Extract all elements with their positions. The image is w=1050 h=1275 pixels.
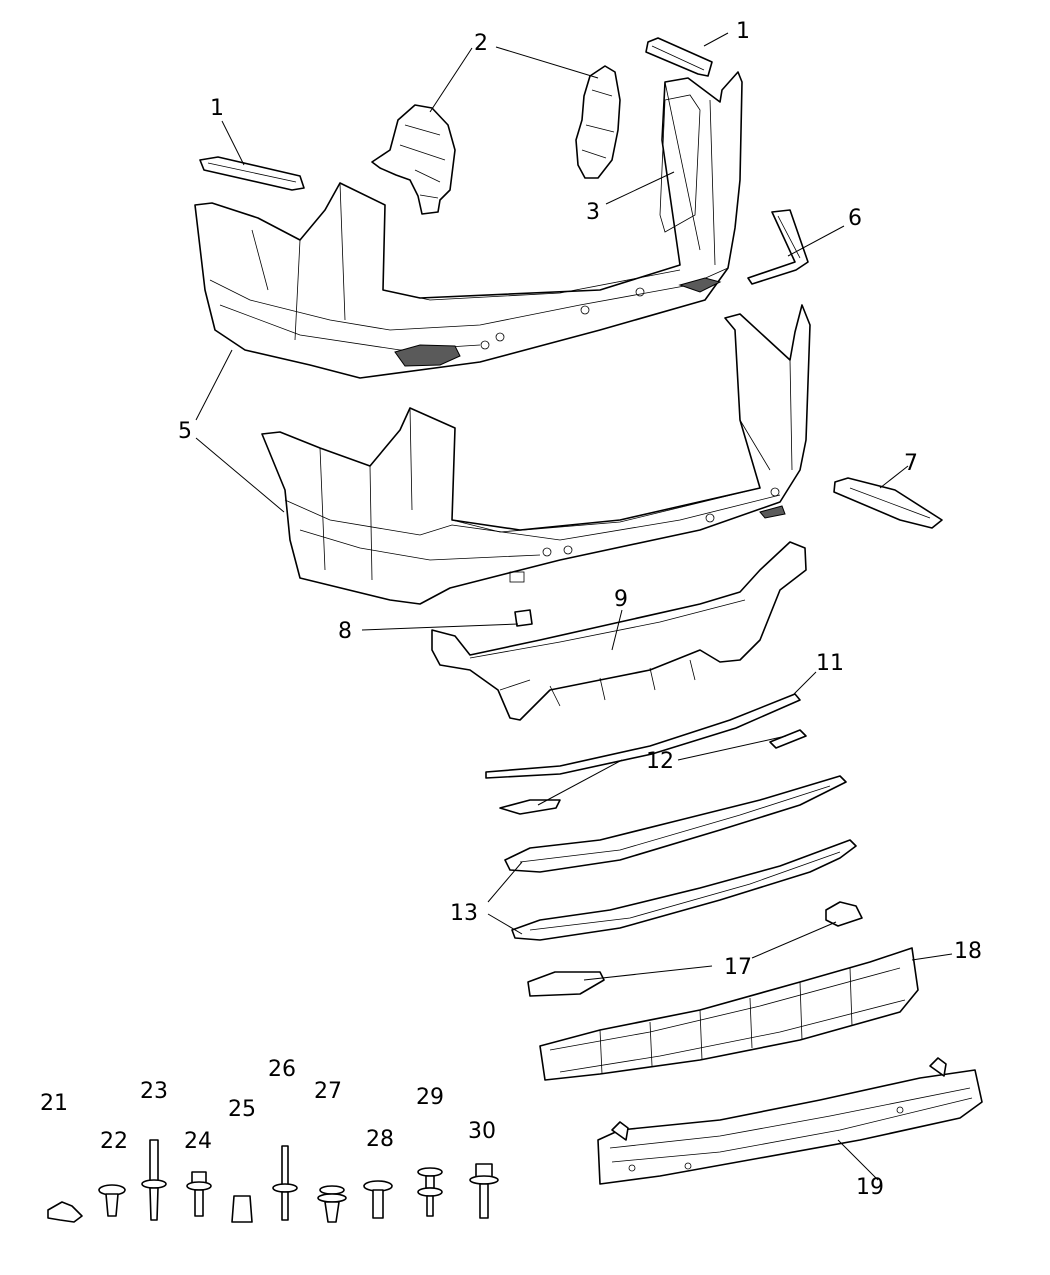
part-9-support [431,541,807,721]
part-13-panel-upper [504,775,847,873]
callout-1-left: 1 [210,96,224,121]
callout-13: 13 [450,901,478,926]
callout-6: 6 [848,206,862,231]
callout-12: 12 [646,749,674,774]
part-7-trim [833,477,943,529]
part-12-reflector-left [499,799,561,815]
fastener-26 [272,1145,298,1221]
part-1-right-strip [645,37,713,77]
part-12-reflector-right [769,729,807,749]
callout-5: 5 [178,419,192,444]
callout-7: 7 [904,451,918,476]
callout-17: 17 [724,955,752,980]
part-6-trim [747,209,809,285]
fastener-23 [141,1139,167,1221]
callout-1-right: 1 [736,19,750,44]
part-17-bracket-left [527,971,605,997]
callout-30: 30 [468,1119,496,1144]
callout-27: 27 [314,1079,342,1104]
callout-18: 18 [954,939,982,964]
part-13-panel-lower [511,839,857,941]
part-2-right-bracket [575,65,621,179]
fastener-24 [186,1171,212,1217]
part-17-bracket-right [825,901,863,927]
fastener-30 [469,1163,499,1219]
leader-lines [195,32,953,1181]
callout-labels: 1 1 2 3 5 6 7 8 9 11 12 13 17 18 19 21 2… [40,19,982,1200]
callout-22: 22 [100,1129,128,1154]
callout-11: 11 [816,651,844,676]
callout-2: 2 [474,31,488,56]
fastener-28 [363,1180,393,1219]
fastener-22 [98,1184,126,1217]
callout-3: 3 [586,200,600,225]
fastener-25 [231,1195,253,1223]
part-3-trim [659,94,701,233]
part-19-beam [597,1057,983,1185]
callout-19: 19 [856,1175,884,1200]
part-8-clip [514,609,533,627]
callout-21: 21 [40,1091,68,1116]
callout-28: 28 [366,1127,394,1152]
fastener-21 [47,1201,83,1223]
callout-29: 29 [416,1085,444,1110]
part-5-upper-fascia [194,71,743,379]
fastener-27 [317,1185,347,1223]
callout-25: 25 [228,1097,256,1122]
part-5-lower-fascia [261,304,811,605]
part-1-left-strip [199,156,305,191]
callout-26: 26 [268,1057,296,1082]
callout-24: 24 [184,1129,212,1154]
callout-23: 23 [140,1079,168,1104]
callout-9: 9 [614,587,628,612]
part-11-strip [485,693,801,779]
part-2-left-bracket [371,104,456,215]
part-18-absorber [539,947,919,1081]
fastener-29 [417,1167,443,1217]
callout-8: 8 [338,619,352,644]
